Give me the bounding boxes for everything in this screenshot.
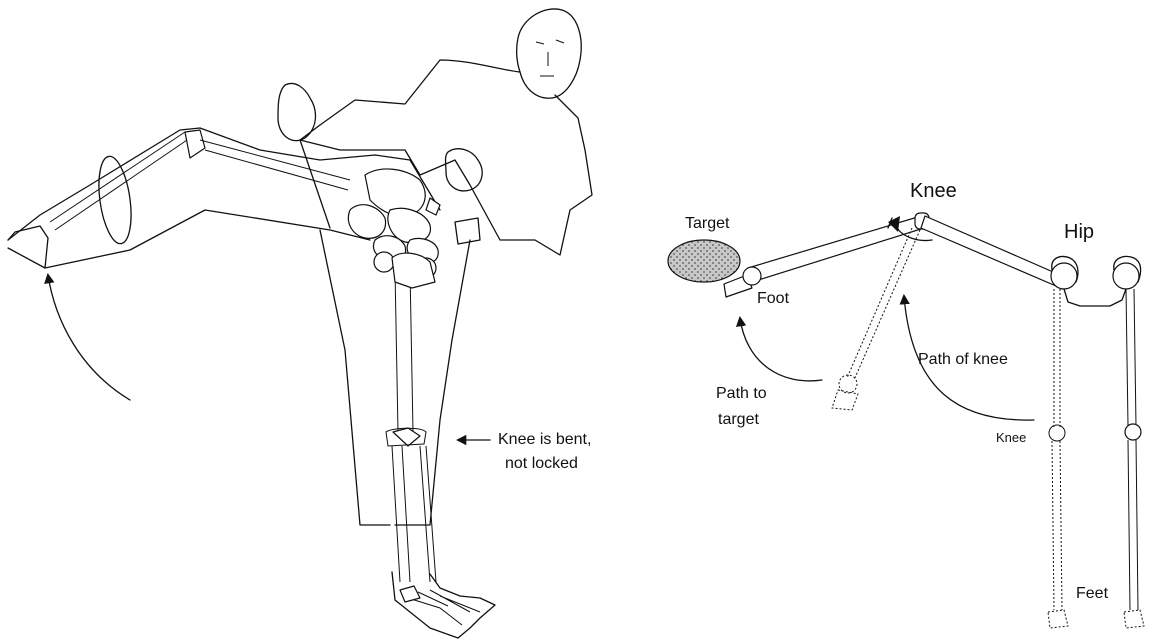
label-target: Target	[685, 215, 730, 232]
standing-foot	[392, 572, 495, 638]
right-knee-joint	[1125, 424, 1141, 440]
right-hip-joint	[1113, 263, 1139, 289]
label-knee-top: Knee	[910, 180, 957, 202]
label-knee-small: Knee	[996, 430, 1026, 445]
kick-motion-arrow	[48, 275, 130, 400]
label-path-of-knee: Path of knee	[918, 351, 1008, 368]
label-target-lower: target	[718, 411, 759, 428]
left-hip-joint	[1051, 263, 1077, 289]
pelvis-connector	[1064, 289, 1126, 306]
kicking-figure	[8, 9, 592, 638]
label-feet: Feet	[1076, 585, 1109, 602]
bent-leg-dotted	[847, 228, 920, 380]
label-hip: Hip	[1064, 221, 1094, 243]
standing-knee-cap	[393, 428, 420, 446]
label-path-to: Path to	[716, 385, 767, 402]
annotation-not-locked: not locked	[505, 455, 578, 472]
left-knee-joint	[1049, 425, 1065, 441]
label-foot: Foot	[757, 290, 790, 307]
rear-fist	[446, 149, 483, 191]
upper-leg-segment	[921, 216, 1060, 286]
path-to-target-arrow	[740, 318, 822, 381]
figure-head	[517, 9, 582, 98]
annotation-knee-bent: Knee is bent,	[498, 431, 591, 448]
target-ellipse	[668, 240, 740, 282]
